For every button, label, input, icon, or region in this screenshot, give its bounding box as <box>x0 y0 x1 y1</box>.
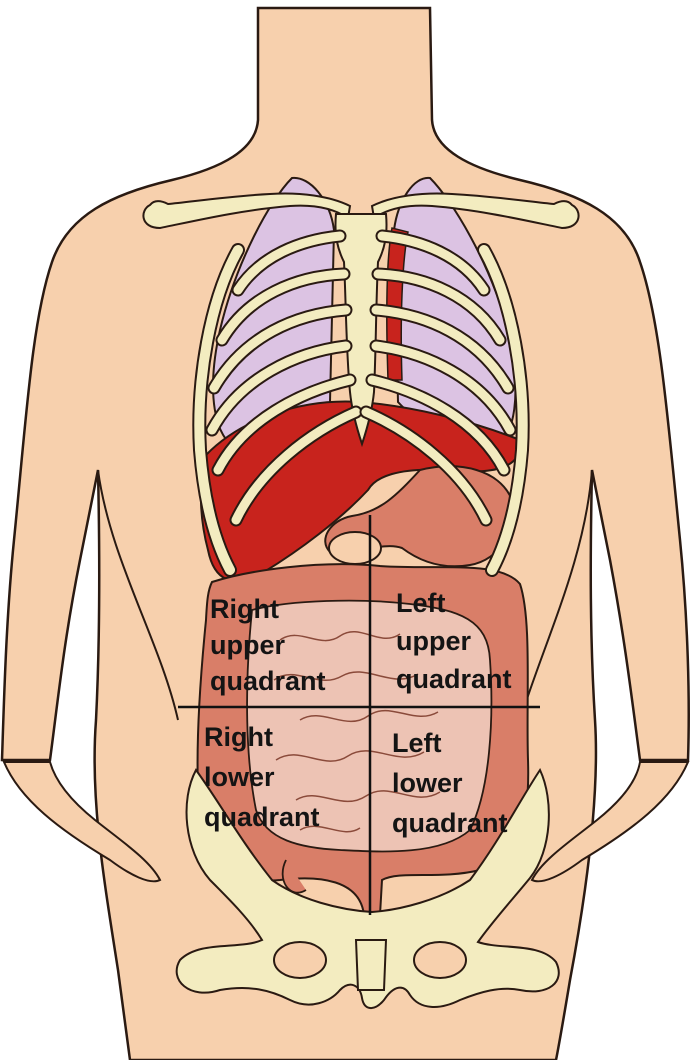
right-lower-line-2: lower <box>204 762 275 792</box>
right-upper-line-3: quadrant <box>210 666 326 696</box>
left-upper-line-2: upper <box>396 626 471 656</box>
left-lower-line-2: lower <box>392 768 463 798</box>
duodenum-loop <box>329 532 381 564</box>
pubic-symphysis <box>356 940 386 990</box>
obturator-right <box>274 942 326 978</box>
right-upper-line-2: upper <box>210 630 285 660</box>
obturator-left <box>414 942 466 978</box>
left-lower-line-3: quadrant <box>392 808 508 838</box>
right-lower-line-1: Right <box>204 722 273 752</box>
left-lower-line-1: Left <box>392 728 442 758</box>
right-upper-line-1: Right <box>210 594 279 624</box>
right-lower-line-3: quadrant <box>204 802 320 832</box>
left-upper-line-1: Left <box>396 588 446 618</box>
left-upper-line-3: quadrant <box>396 664 512 694</box>
